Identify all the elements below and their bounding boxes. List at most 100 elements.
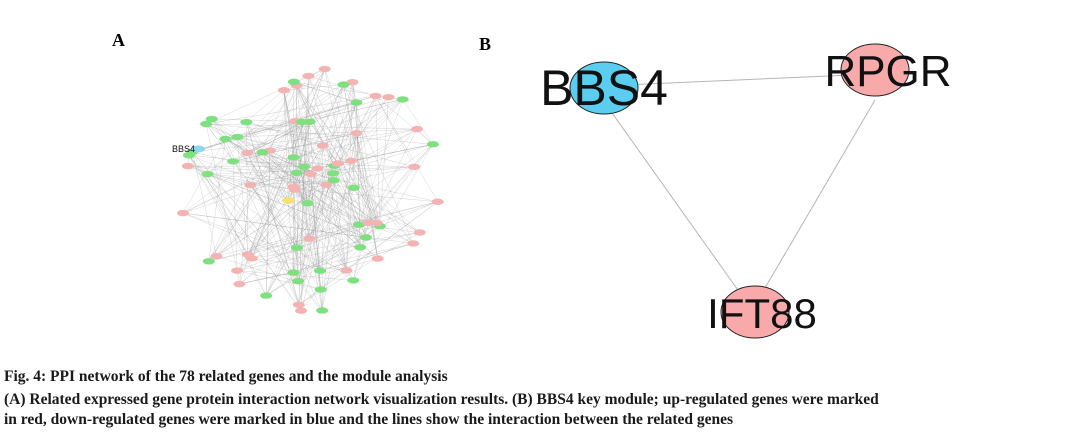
network-edge [247,121,303,154]
network-edge [308,76,310,239]
network-edge [333,180,381,227]
network-edge [293,180,334,188]
network-node [295,307,308,314]
network-edge [346,82,353,271]
network-node [346,78,359,86]
network-edge [247,184,327,255]
network-edge [326,184,361,248]
network-edge [283,90,289,201]
network-edge [207,173,378,259]
network-edge [208,138,226,262]
bbs4-node-label: BBS4 [172,144,195,154]
network-edge [353,144,434,281]
network-edge [352,82,378,259]
network-node [202,258,215,265]
network-edge [295,121,308,204]
network-node [290,244,303,251]
network-edge [283,90,310,239]
edge-rpgr-ift88 [757,99,876,301]
network-edge [295,68,325,122]
network-node [382,93,395,101]
network-node [311,165,324,172]
network-edge [295,121,347,271]
network-edge [296,122,303,248]
network-edge [188,155,318,169]
bbs4-network-node [191,145,205,153]
network-edge [310,173,369,223]
network-edge [376,201,438,224]
network-node [337,81,350,88]
network-edge [237,84,344,138]
node-bbs4-shape [569,61,639,115]
network-edge [269,150,311,175]
network-node [359,234,372,241]
module-edges [599,73,876,301]
network-edge [250,184,438,202]
network-edge [262,152,297,173]
node-ift88-shape [720,285,790,339]
network-edge [187,165,297,174]
network-node [296,118,309,126]
network-node [431,198,444,205]
network-edge [207,173,267,296]
ppi-network-diagram: BBS4 [172,65,444,314]
network-node [205,115,218,123]
network-edge [353,222,369,281]
network-edge [333,166,415,174]
network-edge [225,99,403,140]
network-edge [266,102,357,296]
network-node [277,87,290,94]
network-node [369,92,382,100]
network-node [287,183,300,191]
network-node [350,130,363,137]
network-edge [216,121,296,257]
network-node [227,158,240,165]
network-edge [233,133,357,162]
network-edge [188,155,323,311]
network-edge [206,123,417,130]
network-edge [192,151,234,162]
network-node [287,154,300,161]
network-edge [350,133,357,161]
network-edge [237,136,338,164]
network-node [182,152,195,159]
network-edge [225,138,289,201]
network-edge [301,121,420,233]
network-node [233,280,246,288]
ppi-network-nodes [176,65,444,314]
network-edge [247,99,403,255]
network-node [292,277,305,285]
network-edge [206,123,305,167]
figure-caption-title: Fig. 4: PPI network of the 78 related ge… [4,368,448,385]
network-node [201,170,214,178]
network-edge [207,68,325,175]
network-edge [266,222,369,296]
network-node [287,269,300,276]
ppi-network-edges [182,68,438,311]
network-node [316,142,329,149]
network-edge [247,157,294,255]
network-node [290,169,303,177]
network-node [303,235,316,242]
network-edge [368,129,418,223]
node-rpgr-label: RPGR [824,47,951,96]
network-edge [208,180,334,262]
network-edge [182,121,303,214]
bbs4-key-module-diagram: BBS4 RPGR IFT88 [540,43,952,339]
network-edge [182,212,347,271]
network-node [181,162,194,170]
network-edge [358,99,403,225]
network-edge [216,256,321,290]
network-edge [300,203,308,311]
node-ift88-label: IFT88 [707,290,817,337]
network-edge [237,136,302,311]
network-edge [356,133,381,227]
network-edge [319,95,376,271]
network-edge [309,133,357,239]
node-bbs4: BBS4 [540,60,668,116]
network-node [244,181,257,189]
network-edge [356,133,378,259]
network-node [287,78,300,86]
network-edge [293,187,354,273]
network-node [331,160,344,167]
